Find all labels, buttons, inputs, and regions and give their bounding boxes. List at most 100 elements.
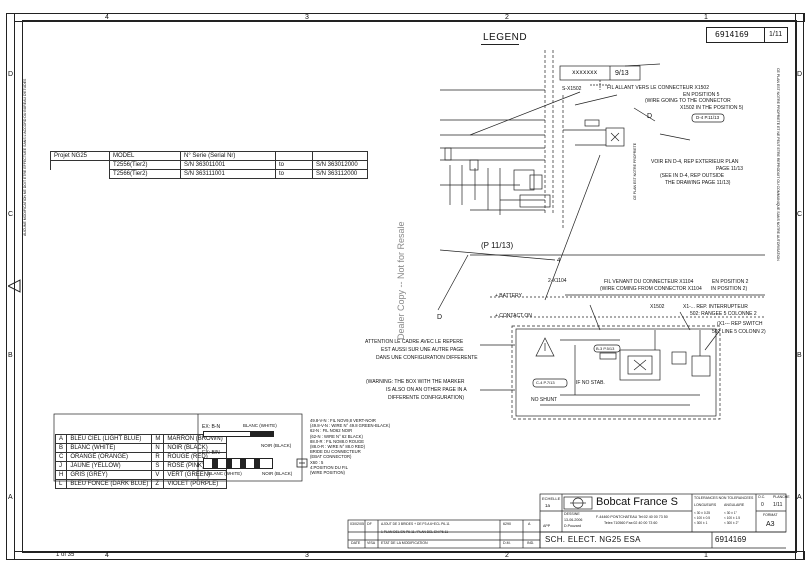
row-marker: A: [797, 494, 802, 501]
oc-value: 0: [761, 502, 764, 508]
row-marker: C: [797, 211, 803, 218]
note-line: (WIRE COMING FROM CONNECTOR X1104: [600, 286, 702, 292]
drawn-label: DESSINE: [564, 512, 580, 516]
rev-header: D.M.: [503, 541, 511, 545]
battery-label: + BATTERY: [495, 293, 522, 299]
page-ref-label: C-4 P.7/13: [536, 380, 555, 385]
note-line: FIL ALLANT VERS LE CONNECTEUR X1502: [607, 85, 709, 91]
address-line: F-44460 PONTCHATEAU Tel:02 40 00 73 50: [596, 515, 668, 519]
note-line: IN POSITION 2): [711, 286, 748, 292]
note-line: THE DRAWING PAGE 11/13): [665, 180, 731, 186]
d-label: D: [647, 113, 653, 120]
note-line: DIFFERENTE CONFIGURATION): [388, 395, 465, 401]
company-name: Bobcat France S: [596, 496, 678, 508]
row-marker: D: [797, 71, 803, 78]
address-line: Telex:710560 Fax:02 40 00 73 60: [604, 521, 658, 525]
watermark: Dealer Copy -- Not for Resale: [396, 221, 406, 340]
wire-white-label: BLANC (WHITE): [243, 423, 277, 428]
planche-label: PLANCHE: [773, 495, 790, 499]
format-label: FORMAT: [763, 513, 778, 517]
rev-description: AJOUT DE 3 BRIDES + DE P3 A 6+ECL P6-11: [381, 522, 450, 526]
row-marker: A: [8, 494, 13, 501]
sheet-number: 1/11: [769, 31, 783, 38]
rev-description: 1 PLAN DEL EN P6-11 / PLAN DEL EN P6-11: [381, 530, 449, 534]
page-number: 1 of 35: [56, 552, 75, 558]
column-marker: 4: [105, 552, 109, 559]
scale-label: ECHELLE: [542, 496, 561, 501]
marker-number: 4: [557, 258, 561, 264]
legend-underline: [481, 44, 519, 45]
note-line: EN POSITION 5: [683, 92, 720, 98]
note-line: EST AUSSI SUR UNE AUTRE PAGE: [381, 347, 464, 353]
wire-striped: [203, 458, 273, 469]
frame-left-band: [6, 13, 15, 560]
legend-title: LEGEND: [483, 32, 528, 43]
connector-page-ref: 9/13: [615, 70, 629, 77]
wire-white-label: BLANC (WHITE): [208, 471, 242, 476]
note-line: X1-... REP. INTERRUPTEUR: [683, 304, 748, 310]
rev-header: IND.: [527, 541, 535, 545]
connector-symbol-icon: [296, 458, 308, 468]
wire-black-segment: [250, 431, 274, 437]
table-row: T2566(Tier2) S/N 363111001 to S/N 363112…: [50, 169, 368, 179]
note-line: PAGE 11/13: [716, 166, 744, 172]
note-line: EN POSITION 2: [712, 279, 749, 285]
note-line: FIL VENANT DU CONNECTEUR X1104: [604, 279, 694, 285]
note-line: ATTENTION LE CADRE AVEC LE REPERE: [365, 339, 464, 345]
approved-label: APP: [543, 524, 551, 528]
rev-header: DATE: [351, 541, 361, 545]
note-line: VOIR EN D-4, REP EXTERIEUR PLAN: [651, 159, 739, 165]
note-line: IS ALSO ON AN OTHER PAGE IN A: [386, 387, 467, 393]
wire-white-segment: [203, 431, 253, 437]
rev-header: ETAT DE LA MODIFICATION: [381, 541, 428, 545]
column-marker: 3: [305, 14, 309, 21]
frame-right-band: [795, 13, 804, 560]
tolerances-label: TOLERANCES NON TOLERANCEES: [694, 496, 754, 500]
note-line: (X1--- REP SWITCH: [717, 321, 763, 327]
x1104-label: 2-X1104: [548, 278, 567, 284]
drawn-by: D.Pouzard: [564, 524, 581, 528]
serial-end-cell: S/N 363112000: [312, 169, 368, 179]
rev-dm: 6290: [503, 522, 511, 526]
row-marker: B: [8, 352, 13, 359]
center-arrow-icon: [8, 279, 21, 293]
planche-value: 1/11: [773, 502, 783, 508]
page-reference: (P 11/13): [481, 241, 514, 250]
model-table: Projet NG25 MODEL N° Serie (Serial Nr) T…: [50, 151, 368, 179]
tolerance-value: < 30 ± 0.25: [694, 511, 711, 515]
x1502-label: X1502: [650, 304, 665, 310]
tolerance-value: < 100 ± 1.5: [724, 516, 741, 520]
if-no-stab-label: IF NO STAB.: [576, 380, 605, 386]
column-marker: 3: [305, 552, 309, 559]
scale-value: 1a: [545, 503, 551, 508]
wire-notes: 49.8-V-N : FIL NOV9,8 VERT-NOIR (49.8-V-…: [310, 418, 391, 476]
column-marker: 1: [704, 14, 708, 21]
note-line: DANS UNE CONFIGURATION DIFFERENTE: [376, 355, 478, 361]
column-marker: 2: [505, 552, 509, 559]
row-marker: B: [797, 352, 802, 359]
d-label: D: [437, 314, 443, 321]
row-marker: D: [8, 71, 14, 78]
tolerance-value: < 100 ± 0.5: [694, 516, 711, 520]
wire-black-label: NOIR (BLACK): [261, 443, 292, 448]
tolerance-value: < 30 ± 1°: [724, 511, 737, 515]
drawing-number: 6914169: [715, 535, 747, 544]
rev-date: 03/02/05: [350, 522, 364, 526]
tolerance-header: ANGULAIRE: [724, 503, 745, 507]
rev-index: A: [528, 522, 531, 526]
wire-black-label: NOIR (BLACK): [262, 471, 293, 476]
no-shunt-label: NO SHUNT: [531, 397, 558, 403]
wire-example-label: EX: B/N: [202, 450, 220, 456]
tolerance-value: < 300 ± 1: [694, 521, 708, 525]
page-ref-label: B-3 P.5/13: [596, 346, 615, 351]
note-line: (SEE IN D-4, REP OUTSIDE: [660, 173, 725, 179]
s-x1502-label: S-X1502: [562, 86, 582, 92]
drawing-number: 6914169: [715, 30, 749, 39]
drawing-title: SCH. ELECT. NG25 ESA: [545, 535, 641, 544]
